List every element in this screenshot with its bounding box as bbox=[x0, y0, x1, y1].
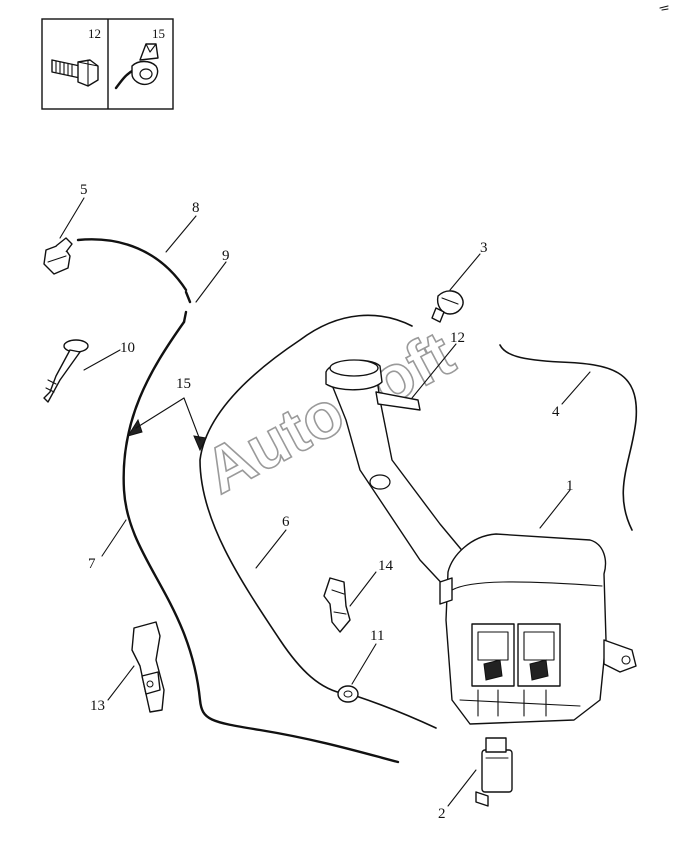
hose-4 bbox=[499, 344, 638, 531]
callout-1: 1 bbox=[566, 478, 574, 494]
bracket-13 bbox=[131, 621, 165, 713]
washer-pump-2 bbox=[475, 737, 513, 807]
washer-nozzle-3 bbox=[431, 290, 464, 323]
watermark: AutoSoft bbox=[193, 317, 465, 507]
callout-8: 8 bbox=[192, 200, 200, 216]
callout-11: 11 bbox=[370, 628, 384, 644]
bolt-icon bbox=[51, 59, 99, 87]
hose-8 bbox=[76, 238, 188, 292]
hose-7 bbox=[122, 320, 400, 764]
callout-12: 12 bbox=[450, 330, 465, 346]
washer-reservoir-1 bbox=[325, 359, 637, 725]
leader-lines bbox=[59, 197, 591, 807]
clip-14 bbox=[323, 577, 351, 633]
legend-label-12: 12 bbox=[88, 26, 101, 41]
legend-box: 12 15 bbox=[41, 18, 174, 110]
callout-labels: 1 2 3 4 5 6 7 8 9 10 11 12 13 14 15 bbox=[80, 182, 574, 822]
callout-4: 4 bbox=[552, 404, 560, 420]
callout-15: 15 bbox=[176, 376, 191, 392]
callout-2: 2 bbox=[438, 806, 446, 822]
callout-3: 3 bbox=[480, 240, 488, 256]
connector-9 bbox=[184, 290, 192, 304]
hose-6 bbox=[199, 314, 413, 695]
hose-routing bbox=[76, 238, 638, 764]
check-valve-10 bbox=[43, 339, 89, 403]
callout-9: 9 bbox=[222, 248, 230, 264]
washer-nozzle-5 bbox=[43, 237, 73, 275]
grommet-11 bbox=[337, 685, 359, 703]
hose-clip-icon bbox=[114, 43, 159, 90]
hose-6-out bbox=[355, 695, 437, 729]
callout-5: 5 bbox=[80, 182, 88, 198]
corner-mark bbox=[659, 5, 669, 11]
callout-13: 13 bbox=[90, 698, 105, 714]
callout-14: 14 bbox=[378, 558, 394, 574]
clip-location-arrows bbox=[126, 397, 207, 452]
hose-9-lower bbox=[182, 310, 188, 324]
callout-7: 7 bbox=[88, 556, 96, 572]
callout-6: 6 bbox=[282, 514, 290, 530]
legend-label-15: 15 bbox=[152, 26, 165, 41]
callout-10: 10 bbox=[120, 340, 135, 356]
